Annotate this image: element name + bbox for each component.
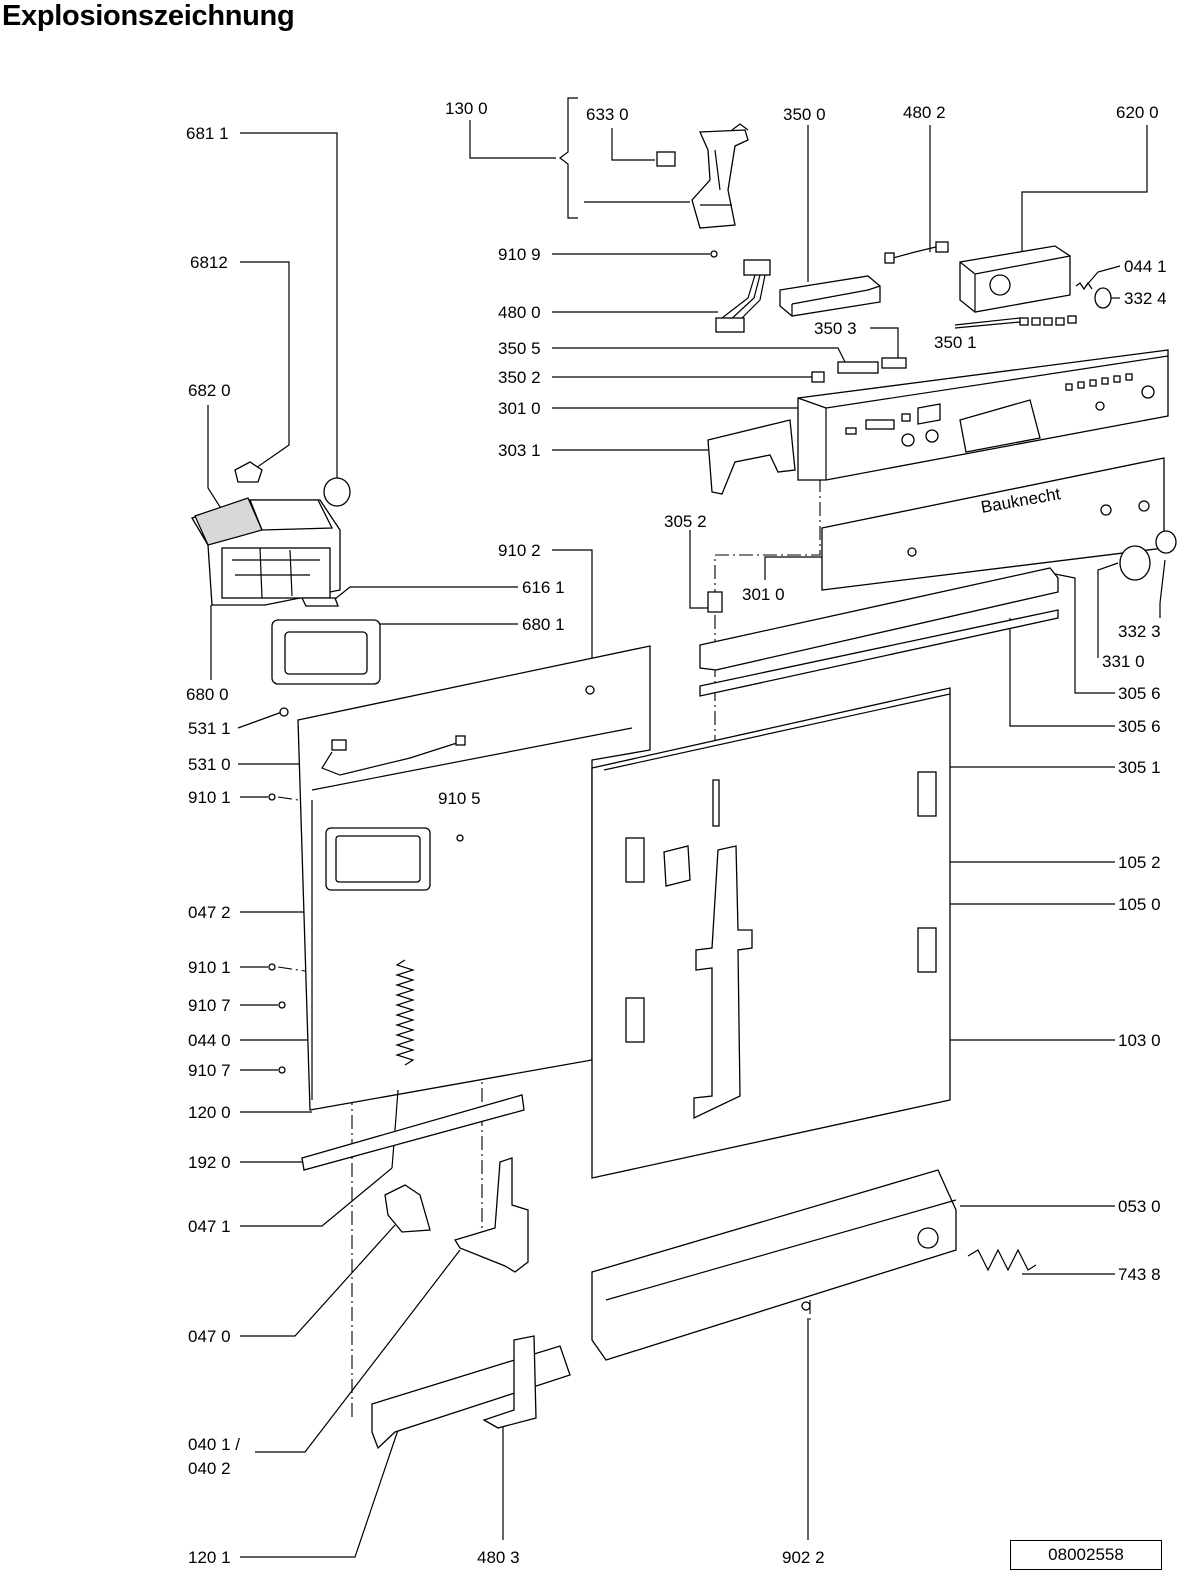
lower-bracket [371,1345,571,1450]
main-harness-part [715,259,771,333]
program-timer [959,245,1071,313]
kick-plate-screw [801,1301,811,1311]
part-label-120-1: 120 1 [188,1548,231,1567]
page-title: Explosionszeichnung [2,0,295,32]
part-label-301-0-a: 301 0 [498,399,541,418]
part-label-047-2: 047 2 [188,903,231,922]
top-rail [699,567,1059,671]
knob-cap-part [1094,287,1112,309]
part-label-531-0: 531 0 [188,755,231,774]
part-label-350-2: 350 2 [498,368,541,387]
clip-part [234,461,263,483]
part-label-105-0: 105 0 [1118,895,1161,914]
part-label-103-0: 103 0 [1118,1031,1161,1050]
cable-guide [482,1335,537,1429]
part-label-680-0: 680 0 [186,685,229,704]
part-label-130-0: 130 0 [445,99,488,118]
part-label-531-1: 531 1 [188,719,231,738]
document-number: 08002558 [1010,1540,1162,1570]
part-label-910-1-b: 910 1 [188,958,231,977]
dispenser-gasket [271,619,381,685]
part-label-480-2: 480 2 [903,103,946,122]
part-label-910-2: 910 2 [498,541,541,560]
mounting-pin [707,591,723,613]
part-label-053-0: 053 0 [1118,1197,1161,1216]
led-board-b [837,361,879,374]
push-button-row [1019,315,1077,326]
bottom-strip [301,1094,525,1171]
part-label-305-6-a: 305 6 [1118,684,1161,703]
part-label-305-2: 305 2 [664,512,707,531]
door-latch-part [656,123,749,229]
part-label-680-1: 680 1 [522,615,565,634]
kick-plate-spring [967,1248,1037,1272]
bolt-part [712,779,720,827]
reinforcing-bracket [693,845,753,1120]
door-spring [394,959,416,1066]
led-board-c [811,371,825,383]
part-label-6812: 6812 [190,253,228,272]
control-panel [797,349,1169,481]
part-label-910-7-a: 910 7 [188,996,231,1015]
part-label-350-1: 350 1 [934,333,977,352]
part-label-105-2: 105 2 [1118,853,1161,872]
door-cable [391,1089,399,1169]
part-label-910-5: 910 5 [438,789,481,808]
part-label-332-3: 332 3 [1118,622,1161,641]
part-label-350-0: 350 0 [783,105,826,124]
part-label-040-2: 040 2 [188,1459,231,1478]
part-label-040-1: 040 1 / [188,1435,240,1454]
part-label-681-1: 681 1 [186,124,229,143]
inner-door-frame [297,645,651,1111]
part-label-620-0: 620 0 [1116,103,1159,122]
trim-strip [699,609,1059,697]
part-label-305-6-b: 305 6 [1118,717,1161,736]
selector-knob [1119,545,1151,581]
wiring-part [321,741,461,776]
part-label-047-1: 047 1 [188,1217,231,1236]
part-label-682-0: 682 0 [188,381,231,400]
part-label-480-0: 480 0 [498,303,541,322]
part-label-044-0: 044 0 [188,1031,231,1050]
part-label-331-0: 331 0 [1102,652,1145,671]
part-label-303-1: 303 1 [498,441,541,460]
outer-door-panel [591,687,951,1179]
part-label-633-0: 633 0 [586,105,629,124]
part-label-332-4: 332 4 [1124,289,1167,308]
screws [268,685,595,1074]
part-label-301-0-b: 301 0 [742,585,785,604]
selector-knob-cap [1155,530,1177,554]
part-label-616-1: 616 1 [522,578,565,597]
cable-pulley [384,1184,431,1233]
part-label-350-3: 350 3 [814,319,857,338]
part-label-044-1: 044 1 [1124,257,1167,276]
hinge-bracket [453,1157,529,1273]
part-label-480-3: 480 3 [477,1548,520,1567]
part-label-910-9: 910 9 [498,245,541,264]
small-spring-part [1075,281,1093,291]
part-label-902-2: 902 2 [782,1548,825,1567]
part-label-305-1: 305 1 [1118,758,1161,777]
detergent-dispenser [191,497,341,607]
hinge-clip [663,845,691,887]
kick-plate [591,1169,957,1361]
handle-bracket [707,419,796,495]
front-facia: Bauknecht [821,457,1165,591]
led-board-a [881,357,907,369]
part-label-192-0: 192 0 [188,1153,231,1172]
electronics-board [779,275,881,317]
part-label-047-0: 047 0 [188,1327,231,1346]
part-label-910-7-b: 910 7 [188,1061,231,1080]
part-label-743-8: 743 8 [1118,1265,1161,1284]
part-label-350-5: 350 5 [498,339,541,358]
part-label-120-0: 120 0 [188,1103,231,1122]
part-label-910-1-a: 910 1 [188,788,231,807]
round-seal-part [323,477,351,507]
